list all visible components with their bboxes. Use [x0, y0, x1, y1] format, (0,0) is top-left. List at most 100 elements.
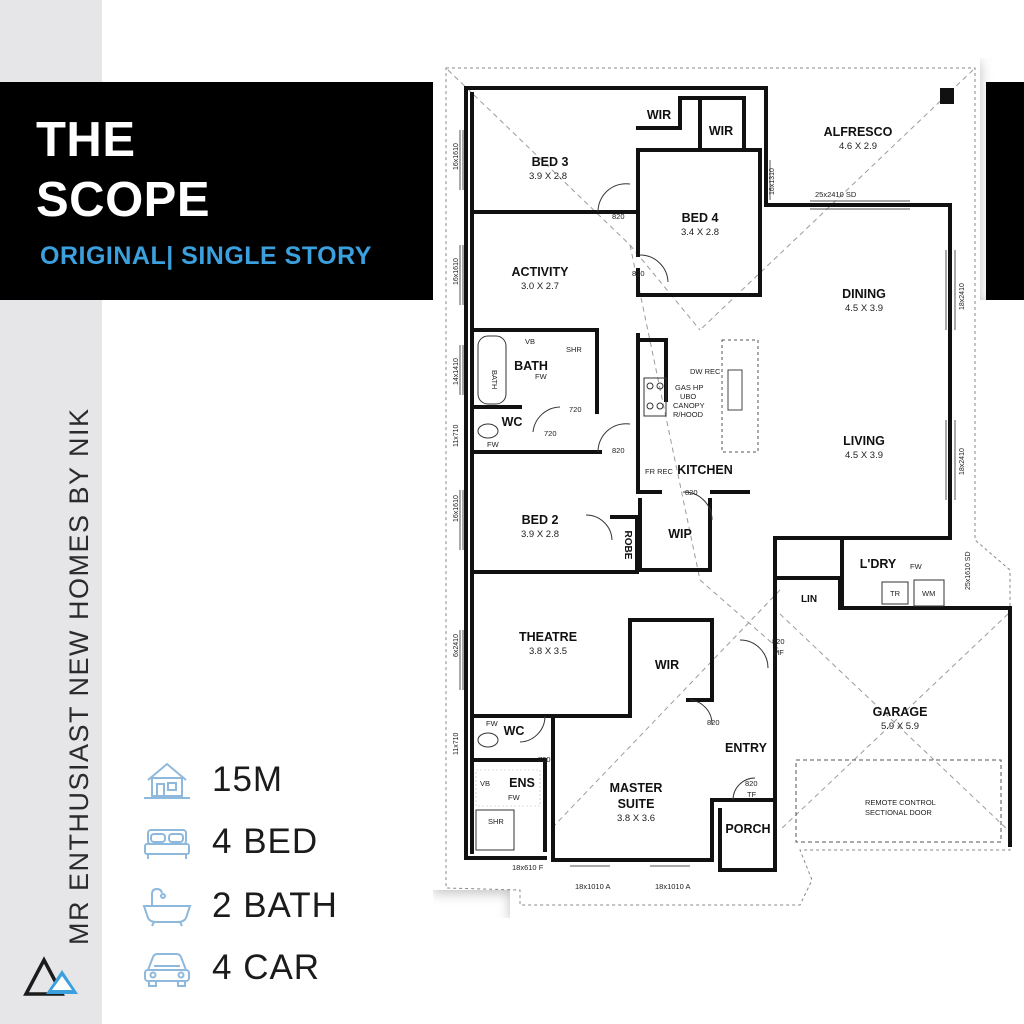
spec-bedrooms-label: 4 BED	[212, 822, 319, 861]
window-alfresco-sd: 25x2410 SD	[815, 190, 857, 199]
window-dining: 18x2410	[959, 283, 966, 310]
door-width-9: 820	[772, 637, 785, 646]
garage-sectional-door	[795, 759, 1002, 843]
title-band	[0, 82, 434, 300]
window-activity: 16x1610	[453, 258, 460, 285]
room-ldry-name: L'DRY	[860, 557, 897, 571]
room-bed2-size: 3.9 X 2.8	[521, 529, 559, 540]
room-master-size: 3.8 X 3.6	[617, 813, 655, 824]
vb-label-2: VB	[480, 779, 490, 788]
room-wir-2: WIR	[709, 124, 733, 138]
room-alfresco-size: 4.6 X 2.9	[839, 141, 877, 152]
door-width-8: 820	[707, 718, 720, 727]
room-master-name-2: SUITE	[618, 797, 655, 811]
room-robe-name: ROBE	[622, 531, 633, 560]
window-laundry-sd: 25x1610 SD	[965, 551, 972, 590]
laundry-trough	[881, 581, 909, 605]
window-master-2: 18x1010 A	[655, 882, 690, 891]
bath-tub-label: BATH	[490, 370, 499, 389]
spec-bathrooms-label: 2 BATH	[212, 886, 338, 925]
door-mf: MF	[773, 648, 784, 657]
ubo: UBO	[680, 392, 696, 401]
subtitle: ORIGINAL| SINGLE STORY	[40, 242, 372, 270]
bath-tub	[477, 335, 507, 405]
windows	[459, 130, 956, 867]
rhood: R/HOOD	[673, 410, 704, 419]
house-icon	[144, 762, 190, 799]
fw-label-5: FW	[910, 562, 923, 571]
room-theatre-size: 3.8 X 3.5	[529, 646, 567, 657]
room-wir-1: WIR	[647, 108, 671, 122]
room-wip-name: WIP	[668, 527, 692, 541]
site-boundary	[445, 67, 1011, 906]
wm-label: WM	[922, 589, 935, 598]
room-kitchen-name: KITCHEN	[677, 463, 733, 477]
toilet-2	[477, 732, 499, 748]
garage-door-label-1: REMOTE CONTROL	[865, 798, 936, 807]
room-dining-size: 4.5 X 3.9	[845, 303, 883, 314]
room-dining-name: DINING	[842, 287, 886, 301]
garage-door-label-2: SECTIONAL DOOR	[865, 808, 932, 817]
brand-side-text: MR ENTHUSIAST NEW HOMES BY NIK	[64, 407, 94, 945]
cooktop	[643, 377, 667, 417]
spec-garage: 4 CAR	[140, 946, 320, 990]
washing-machine	[913, 579, 945, 607]
door-width-6: 720	[538, 755, 551, 764]
kitchen-island	[721, 339, 759, 453]
page-title: THE SCOPE	[36, 110, 210, 230]
room-garage-name: GARAGE	[873, 705, 928, 719]
bed-icon	[144, 829, 190, 859]
brand-logo-icon	[23, 956, 78, 996]
door-swings	[519, 183, 769, 801]
window-ens: 18x610 F	[512, 863, 544, 872]
bath-icon	[142, 887, 192, 927]
fridge-rec: FR REC	[645, 467, 674, 476]
spec-bedrooms: 4 BED	[140, 820, 318, 864]
window-wc-1: 11x710	[453, 424, 460, 447]
title-line-1: THE	[36, 113, 136, 167]
fw-label-4: FW	[508, 793, 521, 802]
room-lin-name: LIN	[801, 594, 817, 605]
room-alfresco-name: ALFRESCO	[824, 125, 893, 139]
door-width-5: 720	[544, 429, 557, 438]
spec-bathrooms: 2 BATH	[140, 884, 338, 928]
room-bed2-name: BED 2	[522, 513, 559, 527]
dw-rec: DW REC	[690, 367, 721, 376]
room-ens-name: ENS	[509, 776, 535, 790]
window-bed3: 16x1610	[453, 143, 460, 170]
room-bed3-name: BED 3	[532, 155, 569, 169]
right-black-tab	[986, 82, 1024, 300]
canopy: CANOPY	[673, 401, 705, 410]
car-icon	[144, 953, 190, 987]
room-entry-name: ENTRY	[725, 741, 768, 755]
door-tf: TF	[747, 790, 757, 799]
door-width-7: 820	[685, 488, 698, 497]
room-living-size: 4.5 X 3.9	[845, 450, 883, 461]
room-wc-1: WC	[502, 415, 523, 429]
room-living-name: LIVING	[843, 434, 885, 448]
door-width-4: 720	[569, 405, 582, 414]
room-activity-size: 3.0 X 2.7	[521, 281, 559, 292]
room-bed4-name: BED 4	[682, 211, 719, 225]
fw-label-2: FW	[487, 440, 500, 449]
window-theatre: 6x2410	[453, 634, 460, 657]
shr-label-2: SHR	[488, 817, 504, 826]
floor-plan: BED 3 BED 4 ALFRESCO ACTIVITY DINING LIV…	[433, 58, 1023, 918]
spec-frontage: 15M	[140, 758, 283, 802]
shr-label-1: SHR	[566, 345, 582, 354]
room-activity-name: ACTIVITY	[512, 265, 570, 279]
room-bed4-size: 3.4 X 2.8	[681, 227, 719, 238]
vb-label-1: VB	[525, 337, 535, 346]
toilet-1	[477, 423, 499, 439]
room-garage-size: 5.9 X 5.9	[881, 721, 919, 732]
window-bath: 14x1410	[453, 358, 460, 385]
fw-label-1: FW	[535, 372, 548, 381]
tr-label: TR	[890, 589, 901, 598]
window-living: 18x2410	[959, 448, 966, 475]
spec-garage-label: 4 CAR	[212, 948, 321, 987]
door-width-10: 820	[745, 779, 758, 788]
door-width-2: 820	[632, 269, 645, 278]
window-bed4: 16x1310	[769, 168, 776, 195]
title-line-2: SCOPE	[36, 173, 211, 227]
room-master-name-1: MASTER	[610, 781, 663, 795]
